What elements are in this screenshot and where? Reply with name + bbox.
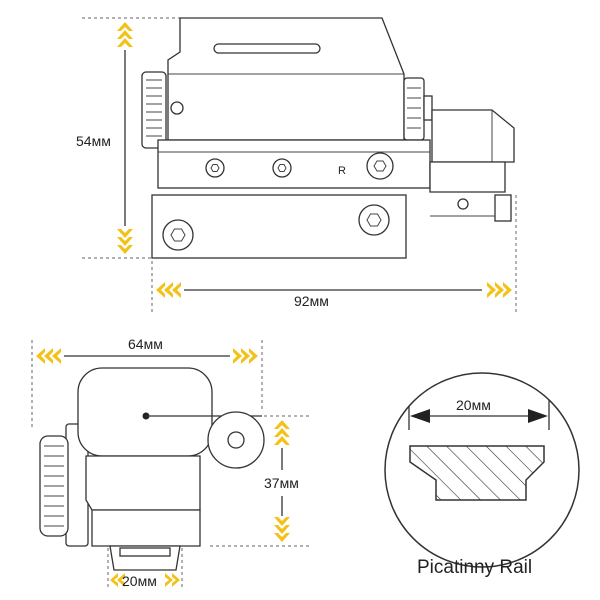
front-rail-label: 20мм (122, 573, 157, 589)
front-knob-cap (423, 95, 433, 121)
side-view: R (82, 17, 517, 312)
rear-knob (141, 71, 167, 149)
brightness-knob-center (227, 431, 245, 449)
dim-front-height: 37мм (264, 420, 299, 542)
front-knob (403, 77, 425, 141)
front-hood (431, 109, 515, 163)
hex-screw-3 (366, 152, 394, 180)
rail-width-label: 20мм (456, 397, 491, 413)
hex-screw-2 (272, 158, 292, 178)
front-view (31, 340, 310, 590)
top-slot (213, 43, 321, 54)
lens-window (77, 367, 213, 457)
front-height-label: 37мм (264, 475, 299, 491)
front-clamp (429, 161, 506, 193)
r-mark: R (338, 165, 346, 177)
clamp-screw (457, 198, 469, 210)
front-body (85, 455, 201, 511)
dim-side-length: 92мм (156, 282, 512, 309)
dim-front-rail: 20мм (110, 573, 180, 589)
side-height-label: 54мм (76, 133, 111, 149)
rail-profile (409, 445, 545, 501)
rail-mount (91, 509, 201, 547)
clamp-bolt (494, 194, 512, 222)
small-screw (170, 101, 184, 115)
hex-screw-1 (205, 158, 225, 178)
mount-screw-2 (358, 204, 390, 236)
mount-screw-1 (162, 219, 194, 251)
dim-front-width: 64мм (36, 336, 258, 364)
rail-slot (119, 547, 171, 557)
front-width-label: 64мм (128, 336, 163, 352)
dim-side-height: 54мм (76, 22, 133, 254)
sight-housing (167, 17, 405, 141)
rail-caption: Picatinny Rail (417, 557, 532, 578)
side-length-label: 92мм (294, 293, 329, 309)
rail-detail: 20мм Picatinny Rail (384, 372, 580, 578)
